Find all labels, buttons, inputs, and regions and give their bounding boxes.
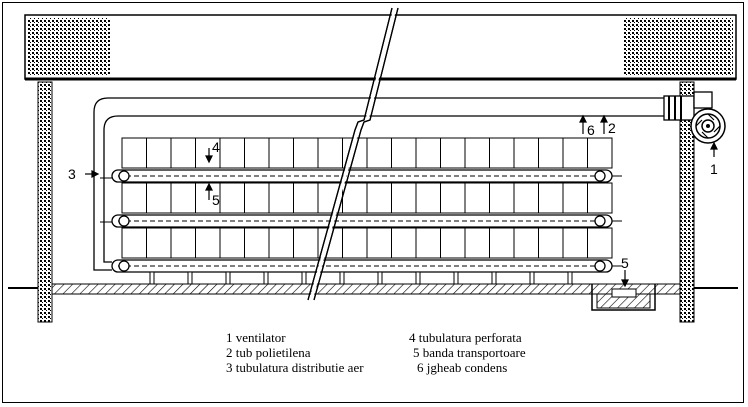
product-cell bbox=[342, 227, 368, 259]
break-line bbox=[307, 7, 399, 301]
product-cell bbox=[489, 227, 515, 259]
support-post bbox=[491, 271, 497, 285]
product-cell bbox=[464, 137, 490, 169]
product-cell bbox=[489, 182, 515, 214]
product-cell bbox=[415, 227, 441, 259]
product-cell bbox=[587, 227, 613, 259]
product-cell bbox=[587, 182, 613, 214]
product-cell bbox=[219, 137, 245, 169]
product-cell bbox=[317, 137, 343, 169]
callout-6: 6 bbox=[587, 122, 595, 138]
product-cell bbox=[538, 227, 564, 259]
support-post bbox=[339, 271, 345, 285]
product-cell bbox=[464, 182, 490, 214]
support-post bbox=[225, 271, 231, 285]
conveyor-belt bbox=[111, 214, 622, 228]
product-cell bbox=[391, 182, 417, 214]
product-cells bbox=[121, 137, 613, 259]
legend-item: 5 banda transportoare bbox=[413, 345, 526, 360]
callout-5-belt: 5 bbox=[212, 192, 220, 208]
right-wall bbox=[679, 81, 695, 323]
product-cell bbox=[121, 182, 147, 214]
product-cell bbox=[513, 227, 539, 259]
product-cell bbox=[440, 227, 466, 259]
legend-right: 4 tubulatura perforata 5 banda transport… bbox=[409, 330, 526, 375]
support-post bbox=[377, 271, 383, 285]
product-cell bbox=[146, 137, 172, 169]
product-cell bbox=[440, 137, 466, 169]
callout-2: 2 bbox=[608, 120, 616, 136]
product-cell bbox=[366, 227, 392, 259]
legend-item: 6 jgheab condens bbox=[417, 360, 508, 375]
left-wall bbox=[37, 81, 53, 323]
callout-1: 1 bbox=[710, 161, 718, 177]
product-cell bbox=[293, 227, 319, 259]
product-cell bbox=[146, 227, 172, 259]
product-cell bbox=[366, 137, 392, 169]
diagram-frame bbox=[2, 2, 744, 403]
product-cell bbox=[268, 227, 294, 259]
legend-item: 3 tubulatura distributie aer bbox=[226, 360, 364, 375]
product-cell bbox=[562, 227, 588, 259]
conveyor-belts bbox=[111, 169, 622, 273]
product-cell bbox=[244, 137, 270, 169]
product-cell bbox=[513, 182, 539, 214]
support-post bbox=[567, 271, 573, 285]
product-cell bbox=[170, 137, 196, 169]
legend-left: 1 ventilator 2 tub polietilena 3 tubulat… bbox=[226, 330, 364, 375]
product-cell bbox=[562, 182, 588, 214]
product-cell bbox=[293, 137, 319, 169]
product-cell bbox=[489, 137, 515, 169]
callout-4: 4 bbox=[212, 139, 220, 155]
callout-5-gutter: 5 bbox=[621, 255, 629, 271]
product-cell bbox=[440, 182, 466, 214]
product-cell bbox=[415, 182, 441, 214]
product-cell bbox=[391, 227, 417, 259]
product-cell bbox=[293, 182, 319, 214]
fan bbox=[663, 91, 726, 144]
conveyor-belt bbox=[111, 169, 622, 183]
legend-item: 2 tub polietilena bbox=[226, 345, 311, 360]
product-cell bbox=[587, 137, 613, 169]
product-cell bbox=[464, 227, 490, 259]
legend-item: 1 ventilator bbox=[226, 330, 286, 345]
product-cell bbox=[244, 227, 270, 259]
callout-3: 3 bbox=[68, 166, 76, 182]
support-post bbox=[415, 271, 421, 285]
product-cell bbox=[170, 227, 196, 259]
product-cell bbox=[415, 137, 441, 169]
product-cell bbox=[121, 137, 147, 169]
product-cell bbox=[538, 182, 564, 214]
support-post bbox=[301, 271, 307, 285]
product-cell bbox=[195, 227, 221, 259]
product-cell bbox=[244, 182, 270, 214]
product-cell bbox=[268, 182, 294, 214]
product-cell bbox=[268, 137, 294, 169]
support-post bbox=[453, 271, 459, 285]
condensate-gutter bbox=[591, 284, 656, 311]
product-cell bbox=[146, 182, 172, 214]
product-cell bbox=[121, 227, 147, 259]
product-cell bbox=[513, 137, 539, 169]
product-cell bbox=[391, 137, 417, 169]
product-cell bbox=[538, 137, 564, 169]
product-cell bbox=[342, 182, 368, 214]
product-cell bbox=[366, 182, 392, 214]
support-post bbox=[187, 271, 193, 285]
floor-supports bbox=[149, 271, 573, 285]
ground bbox=[8, 283, 738, 295]
product-cell bbox=[219, 227, 245, 259]
product-cell bbox=[170, 182, 196, 214]
legend-item: 4 tubulatura perforata bbox=[409, 330, 522, 345]
support-post bbox=[529, 271, 535, 285]
support-post bbox=[149, 271, 155, 285]
product-cell bbox=[562, 137, 588, 169]
conveyor-belt bbox=[111, 259, 622, 273]
product-cell bbox=[219, 182, 245, 214]
callout-arrows bbox=[85, 114, 718, 288]
support-post bbox=[263, 271, 269, 285]
